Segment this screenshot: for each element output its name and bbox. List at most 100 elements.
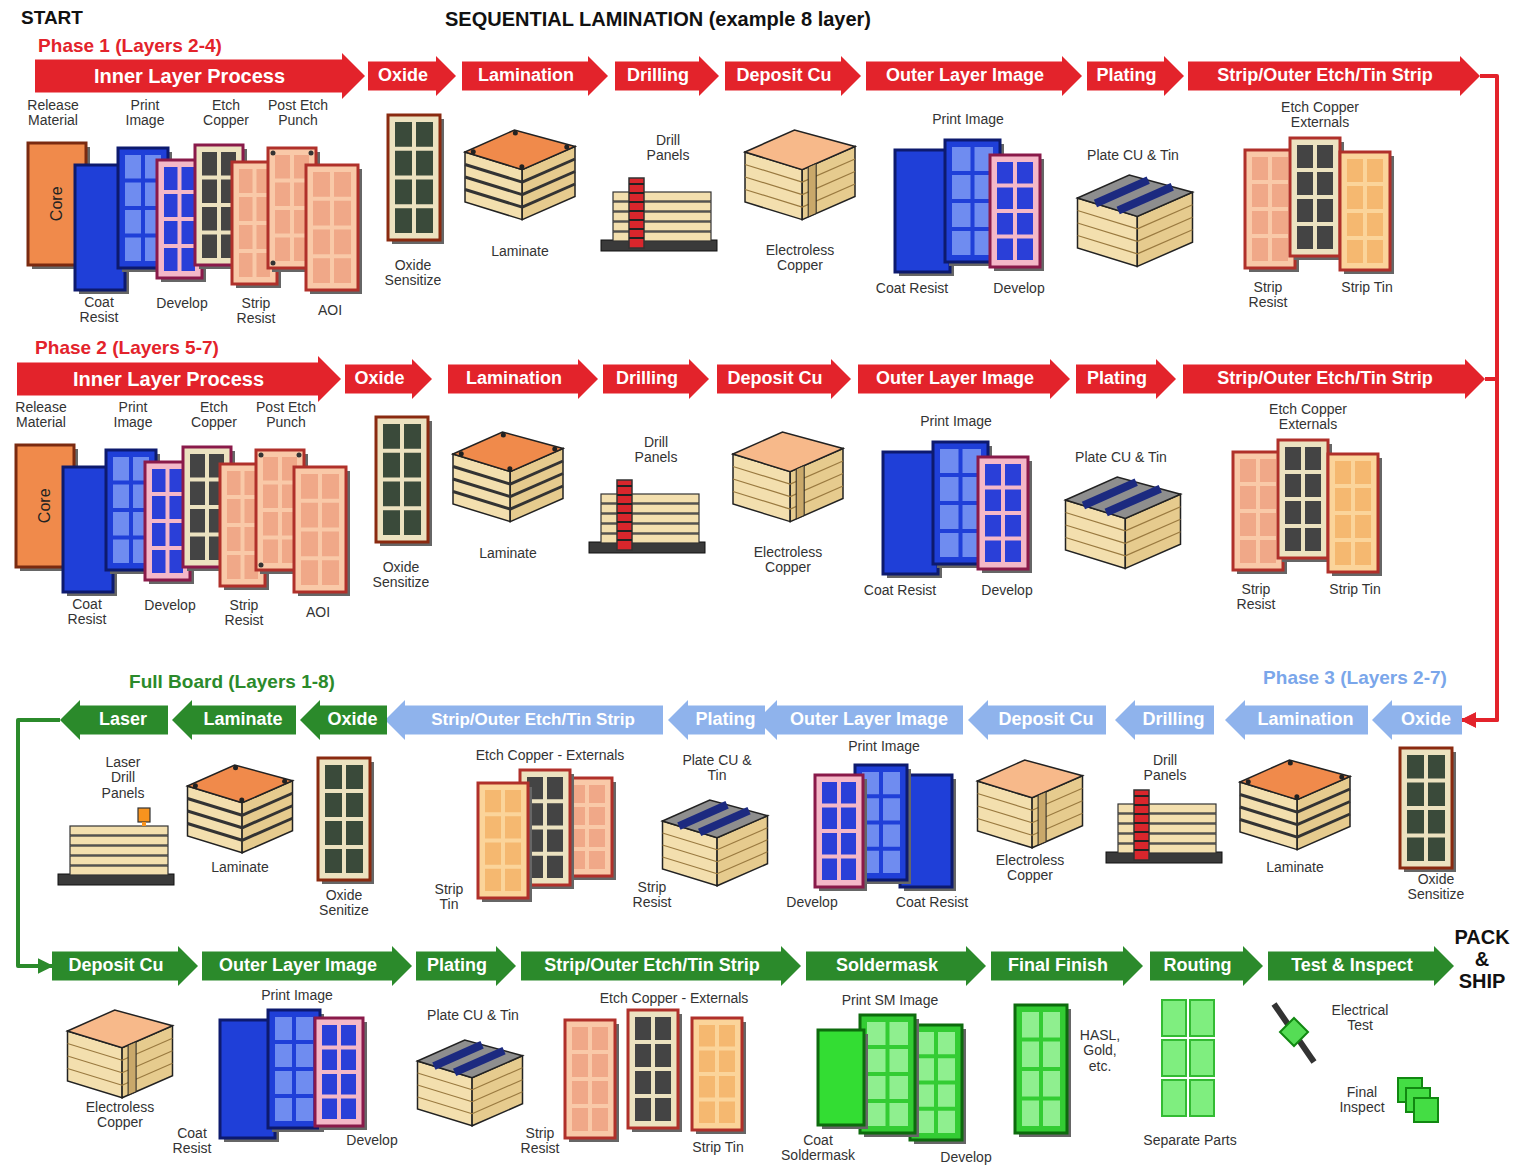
panel-circuit [1335, 488, 1351, 511]
process-arrow: Deposit Cu [725, 56, 861, 96]
step-caption: Strip Resist [226, 296, 286, 327]
laser-beam [142, 822, 146, 826]
panel-circuit [1005, 515, 1021, 537]
panel-circuit [263, 512, 278, 536]
panel-circuit [883, 772, 900, 794]
drill-panel [1118, 824, 1216, 833]
step-caption: AOI [288, 605, 348, 620]
spindle-stripe [629, 183, 644, 185]
panel-circuit [263, 540, 278, 564]
spindle-stripe [1134, 840, 1149, 842]
stack-layer-line [522, 172, 575, 195]
process-arrow: Laminate [172, 700, 296, 740]
routed-part [1190, 1000, 1214, 1036]
panel-circuit [301, 532, 318, 557]
registration-pin [233, 765, 238, 770]
panel-circuit [547, 830, 563, 852]
panel-circuit [572, 1054, 588, 1077]
panel-circuit [938, 1085, 955, 1107]
panel-circuit [322, 1050, 337, 1071]
panel-circuit [867, 1022, 886, 1045]
panel-circuit [655, 1071, 671, 1094]
panel-circuit [822, 859, 837, 881]
stack-layer-line [978, 819, 1033, 836]
stack-top [418, 1040, 523, 1078]
step-caption: Develop [916, 1150, 1016, 1165]
panel-figure [565, 1020, 619, 1142]
arrow-fill [1225, 700, 1368, 740]
registration-pin [519, 164, 524, 169]
process-arrow: Laser [60, 700, 168, 740]
step-caption: Strip Tin [429, 882, 469, 913]
core-label: Core [48, 174, 66, 234]
panel-circuit [841, 833, 856, 855]
spindle-stripe [617, 539, 632, 541]
spindle-stripe [629, 237, 644, 239]
arrow-fill [1268, 946, 1454, 986]
panel-sheet [376, 417, 428, 542]
panel-sheet [318, 758, 370, 880]
panel-figure [376, 417, 432, 546]
process-step-label: Strip/Outer Etch/Tin Strip [544, 956, 760, 976]
arrow-fill [416, 946, 516, 986]
panel-circuit [1240, 459, 1256, 482]
step-caption: Print Image [908, 112, 1028, 127]
panel-circuit [917, 1111, 934, 1133]
stack-layer-line [1137, 230, 1192, 254]
process-step-label: Laser [99, 710, 147, 730]
panel-circuit [1005, 541, 1021, 563]
spindle-stripe [629, 201, 644, 203]
arrow-fill [1150, 946, 1263, 986]
step-caption: Strip Tin [1317, 280, 1417, 295]
drill-figure [58, 808, 174, 885]
registration-pin [564, 144, 569, 149]
inspected-board [1414, 1098, 1438, 1122]
plating-stripe [700, 811, 749, 833]
panel-circuit [1407, 810, 1424, 834]
test-probe [1274, 1004, 1314, 1062]
drill-spindle [629, 178, 644, 248]
panel-circuit [275, 1071, 292, 1094]
registration-pin [552, 446, 557, 451]
panel-circuit [699, 1051, 715, 1073]
panel-circuit [301, 503, 318, 528]
step-caption: Etch Copper [196, 98, 256, 129]
panel-sheet [315, 1018, 363, 1126]
panel-circuit [940, 477, 959, 501]
panel-circuit [1335, 461, 1351, 484]
panel-circuit [1367, 186, 1383, 209]
step-caption: Plate CU & Tin [1063, 148, 1203, 163]
panel-circuit [572, 1027, 588, 1050]
step-caption: Coat Soldermask [773, 1133, 863, 1164]
arrow-fill [991, 946, 1143, 986]
process-step-label: Outer Layer Image [876, 369, 1034, 389]
panel-circuit [113, 512, 129, 536]
arrow-fill [1087, 56, 1184, 96]
panel-circuit [1428, 810, 1445, 834]
panel-circuit [589, 807, 605, 825]
panel-circuit [1355, 515, 1371, 538]
process-step-label: Deposit Cu [68, 956, 163, 976]
panel-circuit [883, 825, 900, 847]
panel-circuit [1317, 145, 1333, 168]
arrow-fill [858, 359, 1070, 399]
panel-circuit [164, 194, 178, 217]
panel-circuit [547, 856, 563, 878]
step-caption: Electroless Copper [760, 243, 840, 274]
step-caption: Laminate [470, 244, 570, 259]
panel-circuit [113, 485, 129, 509]
panel-circuit [997, 239, 1013, 261]
step-caption: Oxide Senitize [304, 888, 384, 919]
panel-circuit [313, 172, 330, 197]
panel-circuit [1260, 486, 1276, 509]
panel-sheet [1328, 454, 1378, 572]
panel-circuit [917, 1032, 934, 1054]
process-arrow: Oxide [300, 700, 387, 740]
step-caption: Laminate [458, 546, 558, 561]
panel-circuit [325, 821, 342, 845]
stack-top [1066, 477, 1181, 518]
panel-circuit [635, 1044, 651, 1067]
panel-circuit [1297, 145, 1313, 168]
routed-part [1162, 1040, 1186, 1076]
panel-circuit [719, 1025, 735, 1047]
